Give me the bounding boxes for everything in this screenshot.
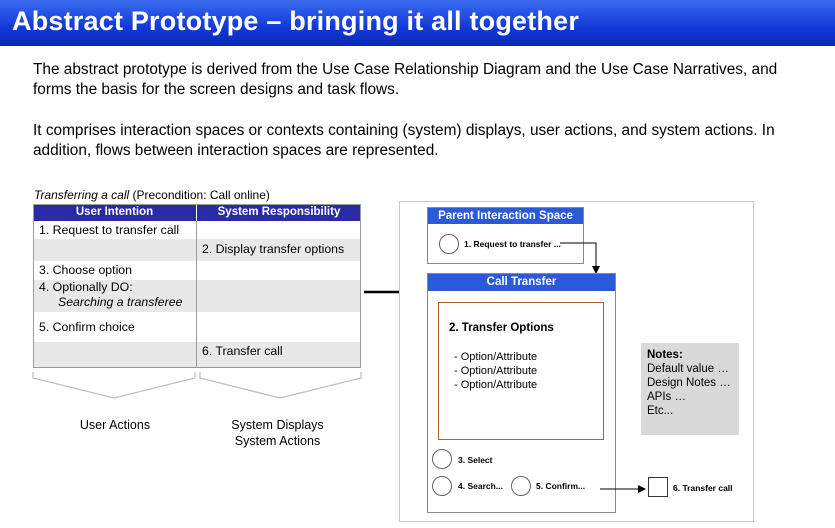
user-cell: 5. Confirm choice: [39, 320, 135, 334]
user-actions-label: User Actions: [79, 418, 151, 432]
system-cell: 6. Transfer call: [202, 344, 283, 358]
notes-title: Notes:: [647, 349, 683, 361]
option-item: - Option/Attribute: [454, 379, 538, 391]
use-case-narrative-table: User Intention System Responsibility 1. …: [33, 204, 361, 368]
system-displays-label: System Displays: [231, 418, 324, 432]
title-bar: Abstract Prototype – bringing it all tog…: [0, 0, 835, 46]
select-action-icon: [432, 449, 452, 469]
search-action-icon: [432, 476, 452, 496]
slide-title: Abstract Prototype – bringing it all tog…: [12, 6, 580, 36]
notes-item: Etc...: [647, 405, 674, 417]
header-system-responsibility: System Responsibility: [197, 204, 361, 221]
column-divider: [196, 221, 197, 368]
notes-item: Default value …: [647, 363, 729, 375]
option-list: - Option/Attribute - Option/Attribute - …: [454, 350, 537, 392]
transfer-options-title: 2. Transfer Options: [449, 322, 554, 334]
flow-arrow-to-transfer-call: [600, 485, 646, 493]
notes-item: Design Notes …: [647, 377, 731, 389]
table-row: 3. Choose option: [33, 261, 361, 280]
flow-arrow-to-call-transfer: [560, 242, 600, 274]
notes-panel: Notes: Default value … Design Notes … AP…: [641, 343, 739, 435]
detail-paragraph: It comprises interaction spaces or conte…: [33, 122, 775, 159]
request-transfer-action-icon: [439, 234, 459, 254]
parent-interaction-space: Parent Interaction Space 1. Request to t…: [427, 207, 584, 264]
notes-item: APIs …: [647, 391, 686, 403]
request-transfer-label: 1. Request to transfer ...: [464, 239, 561, 249]
transfer-call-system-action-icon: [648, 477, 668, 497]
table-row: 5. Confirm choice: [33, 312, 361, 342]
grouping-braces: [32, 372, 362, 399]
table-caption-precondition: (Precondition: Call online): [129, 188, 270, 202]
confirm-action-icon: [511, 476, 531, 496]
user-subcell: Searching a transferee: [58, 295, 183, 309]
transfer-options-display: 2. Transfer Options - Option/Attribute -…: [438, 302, 604, 440]
option-item: - Option/Attribute: [454, 365, 538, 377]
header-user-intention: User Intention: [33, 204, 196, 221]
table-row: 4. Optionally DO: Searching a transferee: [33, 280, 361, 312]
transfer-call-label: 6. Transfer call: [673, 483, 733, 493]
system-cell: 2. Display transfer options: [202, 242, 345, 256]
user-cell: 4. Optionally DO:: [39, 280, 133, 294]
parent-space-title: Parent Interaction Space: [428, 208, 583, 224]
user-cell: 1. Request to transfer call: [39, 223, 180, 237]
option-item: - Option/Attribute: [454, 351, 538, 363]
confirm-action-label: 5. Confirm...: [536, 481, 586, 491]
user-cell: 3. Choose option: [39, 263, 132, 277]
table-row: 6. Transfer call: [33, 342, 361, 368]
user-actions-brace: [32, 372, 196, 399]
table-row: 2. Display transfer options: [33, 239, 361, 261]
table-row: 1. Request to transfer call: [33, 221, 361, 239]
table-border: [33, 204, 361, 368]
system-actions-brace: [199, 372, 362, 399]
system-actions-label: System Actions: [234, 434, 321, 448]
call-transfer-title: Call Transfer: [428, 274, 615, 291]
table-caption: Transferring a call (Precondition: Call …: [34, 188, 270, 202]
intro-paragraph: The abstract prototype is derived from t…: [33, 61, 778, 98]
search-action-label: 4. Search...: [458, 481, 503, 491]
call-transfer-space: Call Transfer 2. Transfer Options - Opti…: [427, 273, 616, 513]
select-action-label: 3. Select: [458, 455, 493, 465]
table-caption-title: Transferring a call: [34, 188, 130, 202]
